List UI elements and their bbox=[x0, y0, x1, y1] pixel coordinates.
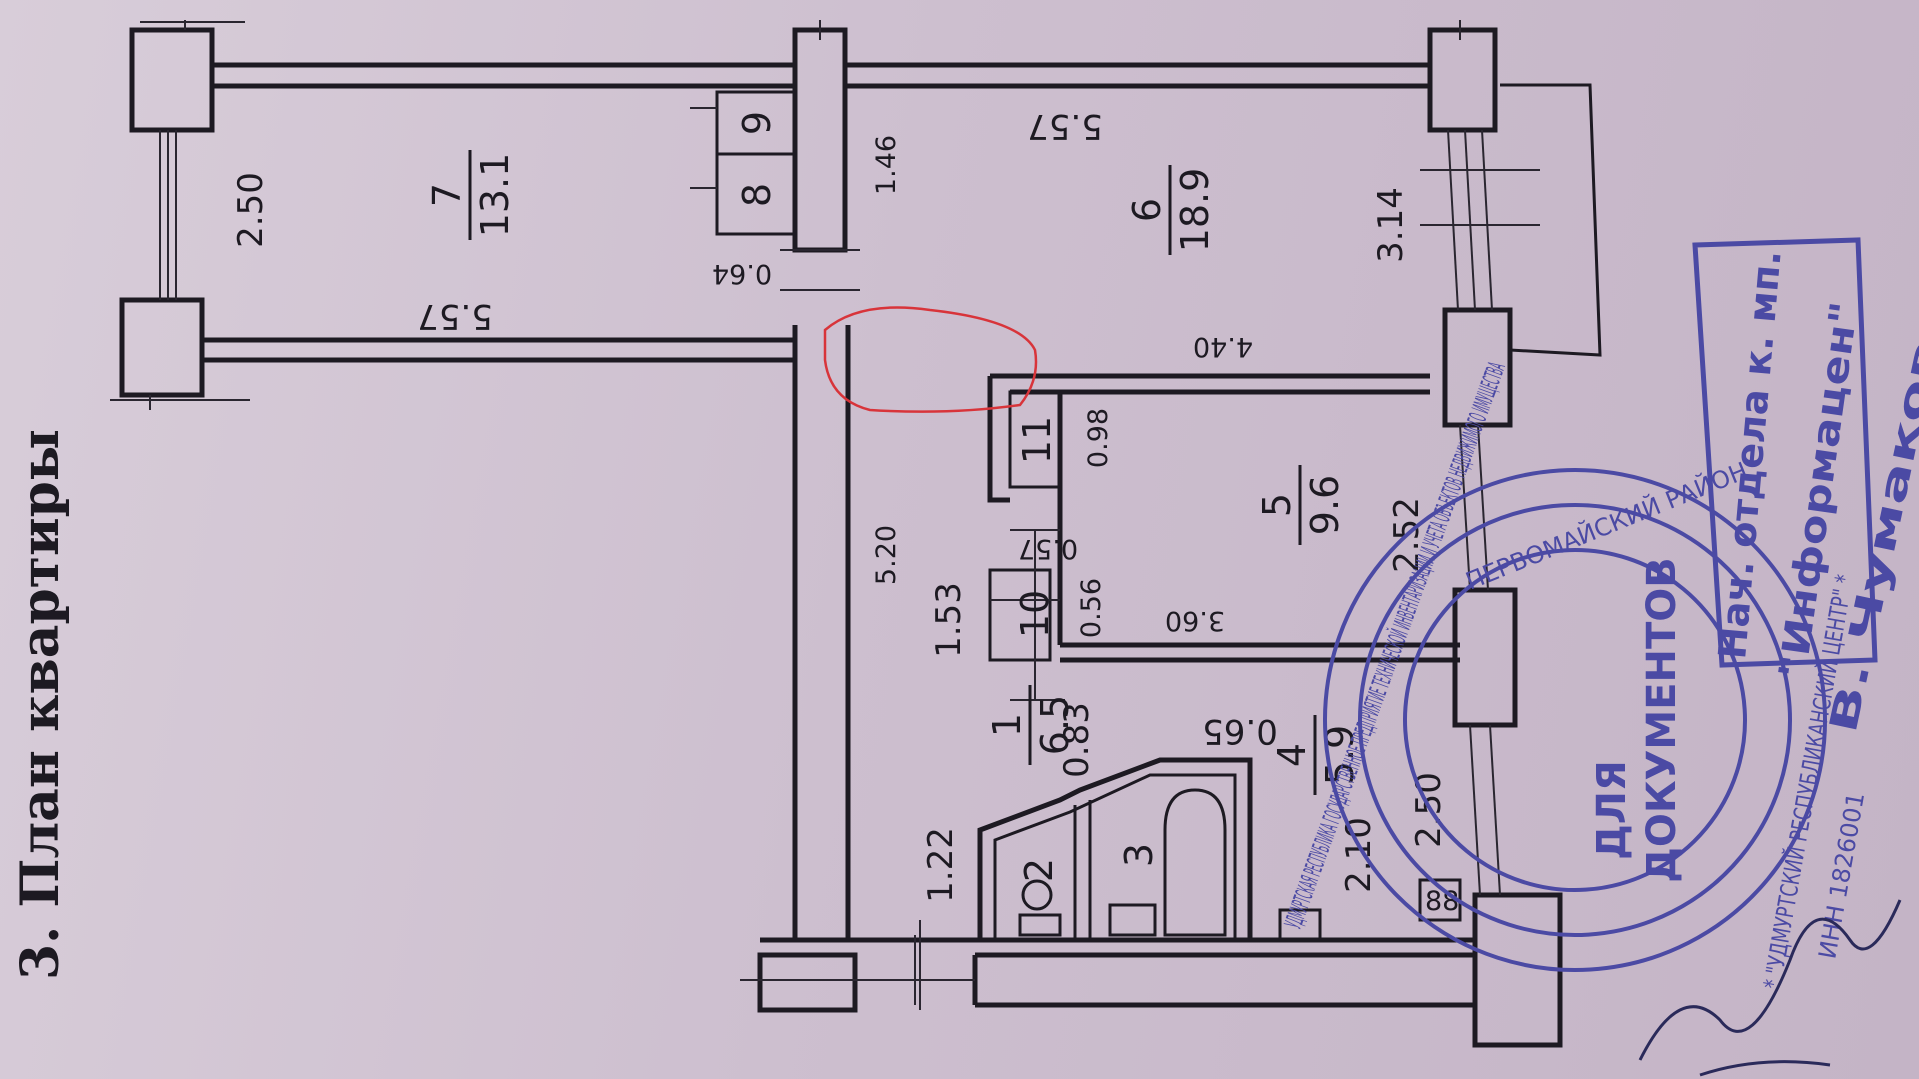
svg-text:4: 4 bbox=[1270, 743, 1314, 767]
stamp-center-1: ДЛЯ bbox=[1589, 760, 1635, 860]
room-4-label: 4 5.9 bbox=[1270, 715, 1362, 795]
closets-8-9 bbox=[690, 90, 797, 236]
svg-text:6.5: 6.5 bbox=[1033, 695, 1077, 755]
official-stamp bbox=[1323, 468, 1827, 972]
dim-1-22: 1.22 bbox=[921, 827, 961, 903]
plan-heading: 3. План квартиры bbox=[10, 429, 71, 980]
room-5-label: 5 9.6 bbox=[1255, 465, 1347, 545]
svg-text:1: 1 bbox=[985, 713, 1029, 737]
svg-text:6: 6 bbox=[1125, 198, 1169, 222]
room-10-label: 10 bbox=[1013, 590, 1057, 638]
dim-room6-length: 5.57 bbox=[1027, 106, 1103, 146]
svg-text:13.1: 13.1 bbox=[473, 153, 517, 238]
svg-text:Нач. отдела к. мп.: Нач. отдела к. мп. bbox=[1710, 249, 1790, 661]
dim-0-57: 0.57 bbox=[1018, 533, 1078, 564]
room-2-label: 2 bbox=[1017, 858, 1061, 882]
dim-0-83: 0.83 bbox=[1057, 702, 1097, 778]
dim-1-53: 1.53 bbox=[929, 582, 969, 658]
room-7-label: 7 13.1 bbox=[425, 150, 517, 240]
dimension-ticks bbox=[149, 20, 1461, 1005]
svg-text:7: 7 bbox=[425, 183, 469, 207]
dim-0-65: 0.65 bbox=[1202, 711, 1278, 751]
dim-4-40: 4.40 bbox=[1193, 331, 1253, 362]
stamp-box: Нач. отдела к. мп. "Информацен" В. Чумак… bbox=[1692, 237, 1919, 737]
svg-text:9.6: 9.6 bbox=[1303, 475, 1347, 535]
dim-5-20: 5.20 bbox=[871, 525, 902, 585]
dim-0-98: 0.98 bbox=[1083, 408, 1114, 468]
signature bbox=[1638, 899, 1902, 1077]
room-3-label: 3 bbox=[1117, 843, 1161, 867]
room-11-label: 11 bbox=[1015, 416, 1059, 464]
dim-0-56: 0.56 bbox=[1076, 578, 1107, 638]
window-room-7 bbox=[110, 21, 250, 401]
dim-3-60: 3.60 bbox=[1165, 605, 1225, 636]
dim-room7-length: 5.57 bbox=[417, 296, 493, 336]
room-8-label: 8 bbox=[735, 183, 779, 207]
dim-1-46: 1.46 bbox=[871, 135, 902, 195]
closets-10-11 bbox=[988, 390, 1062, 662]
dim-3-14: 3.14 bbox=[1371, 187, 1411, 263]
room-1-label: 1 6.5 bbox=[985, 685, 1077, 765]
central-wall bbox=[780, 27, 860, 940]
stamp-center-2: ДОКУМЕНТОВ bbox=[1639, 557, 1685, 883]
dim-0-64: 0.64 bbox=[712, 258, 772, 289]
bathroom-block: 88 bbox=[977, 757, 1462, 942]
room-6-label: 6 18.9 bbox=[1125, 165, 1217, 255]
svg-text:18.9: 18.9 bbox=[1173, 168, 1217, 253]
highlight-mark bbox=[823, 306, 1038, 413]
dim-room7-width: 2.50 bbox=[231, 172, 271, 248]
stamp-inn: ИНН 1826001 bbox=[1813, 790, 1870, 961]
dim-2-10: 2.10 bbox=[1339, 817, 1379, 893]
svg-text:5: 5 bbox=[1255, 493, 1299, 517]
room-9-label: 9 bbox=[735, 111, 779, 135]
